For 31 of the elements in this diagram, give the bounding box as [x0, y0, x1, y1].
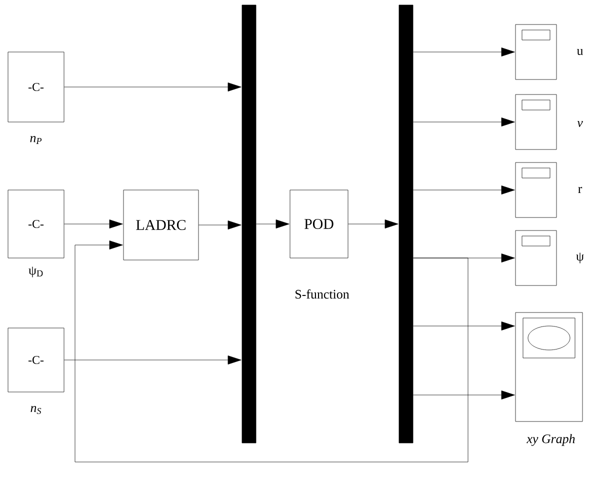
- block-label: v: [577, 120, 583, 128]
- arrow: [413, 390, 515, 400]
- block-box: LADRC: [123, 190, 199, 260]
- arrow: [256, 220, 290, 228]
- block-label: ψ$_{D}$: [28, 266, 43, 278]
- block-label: xy Graph: [526, 434, 575, 446]
- scope-block: [515, 162, 557, 218]
- block-label: r: [578, 186, 582, 194]
- block-label: n$_{S}$: [30, 406, 42, 414]
- block-label: S-function: [296, 289, 350, 299]
- block-label: n$_{P}$: [30, 136, 42, 144]
- arrow: [64, 356, 242, 364]
- constant-box: -C-: [8, 328, 64, 392]
- arrow: [198, 220, 242, 230]
- arrow: [413, 186, 515, 194]
- arrow: [413, 322, 515, 330]
- block-label: ψ: [576, 252, 584, 264]
- arrow: [413, 48, 515, 56]
- constant-box: -C-: [8, 190, 64, 258]
- constant-box: -C-: [8, 52, 64, 122]
- scope-block: [515, 94, 557, 150]
- xy-graph-block: [515, 312, 583, 422]
- block-box: POD: [290, 190, 348, 258]
- block-label: u: [576, 48, 584, 56]
- scope-block: [515, 24, 557, 80]
- arrow: [348, 220, 398, 228]
- arrow: [64, 82, 242, 92]
- arrow: [413, 118, 515, 126]
- arrow: [64, 220, 123, 228]
- scope-block: [515, 230, 557, 286]
- arrow: [74, 240, 468, 462]
